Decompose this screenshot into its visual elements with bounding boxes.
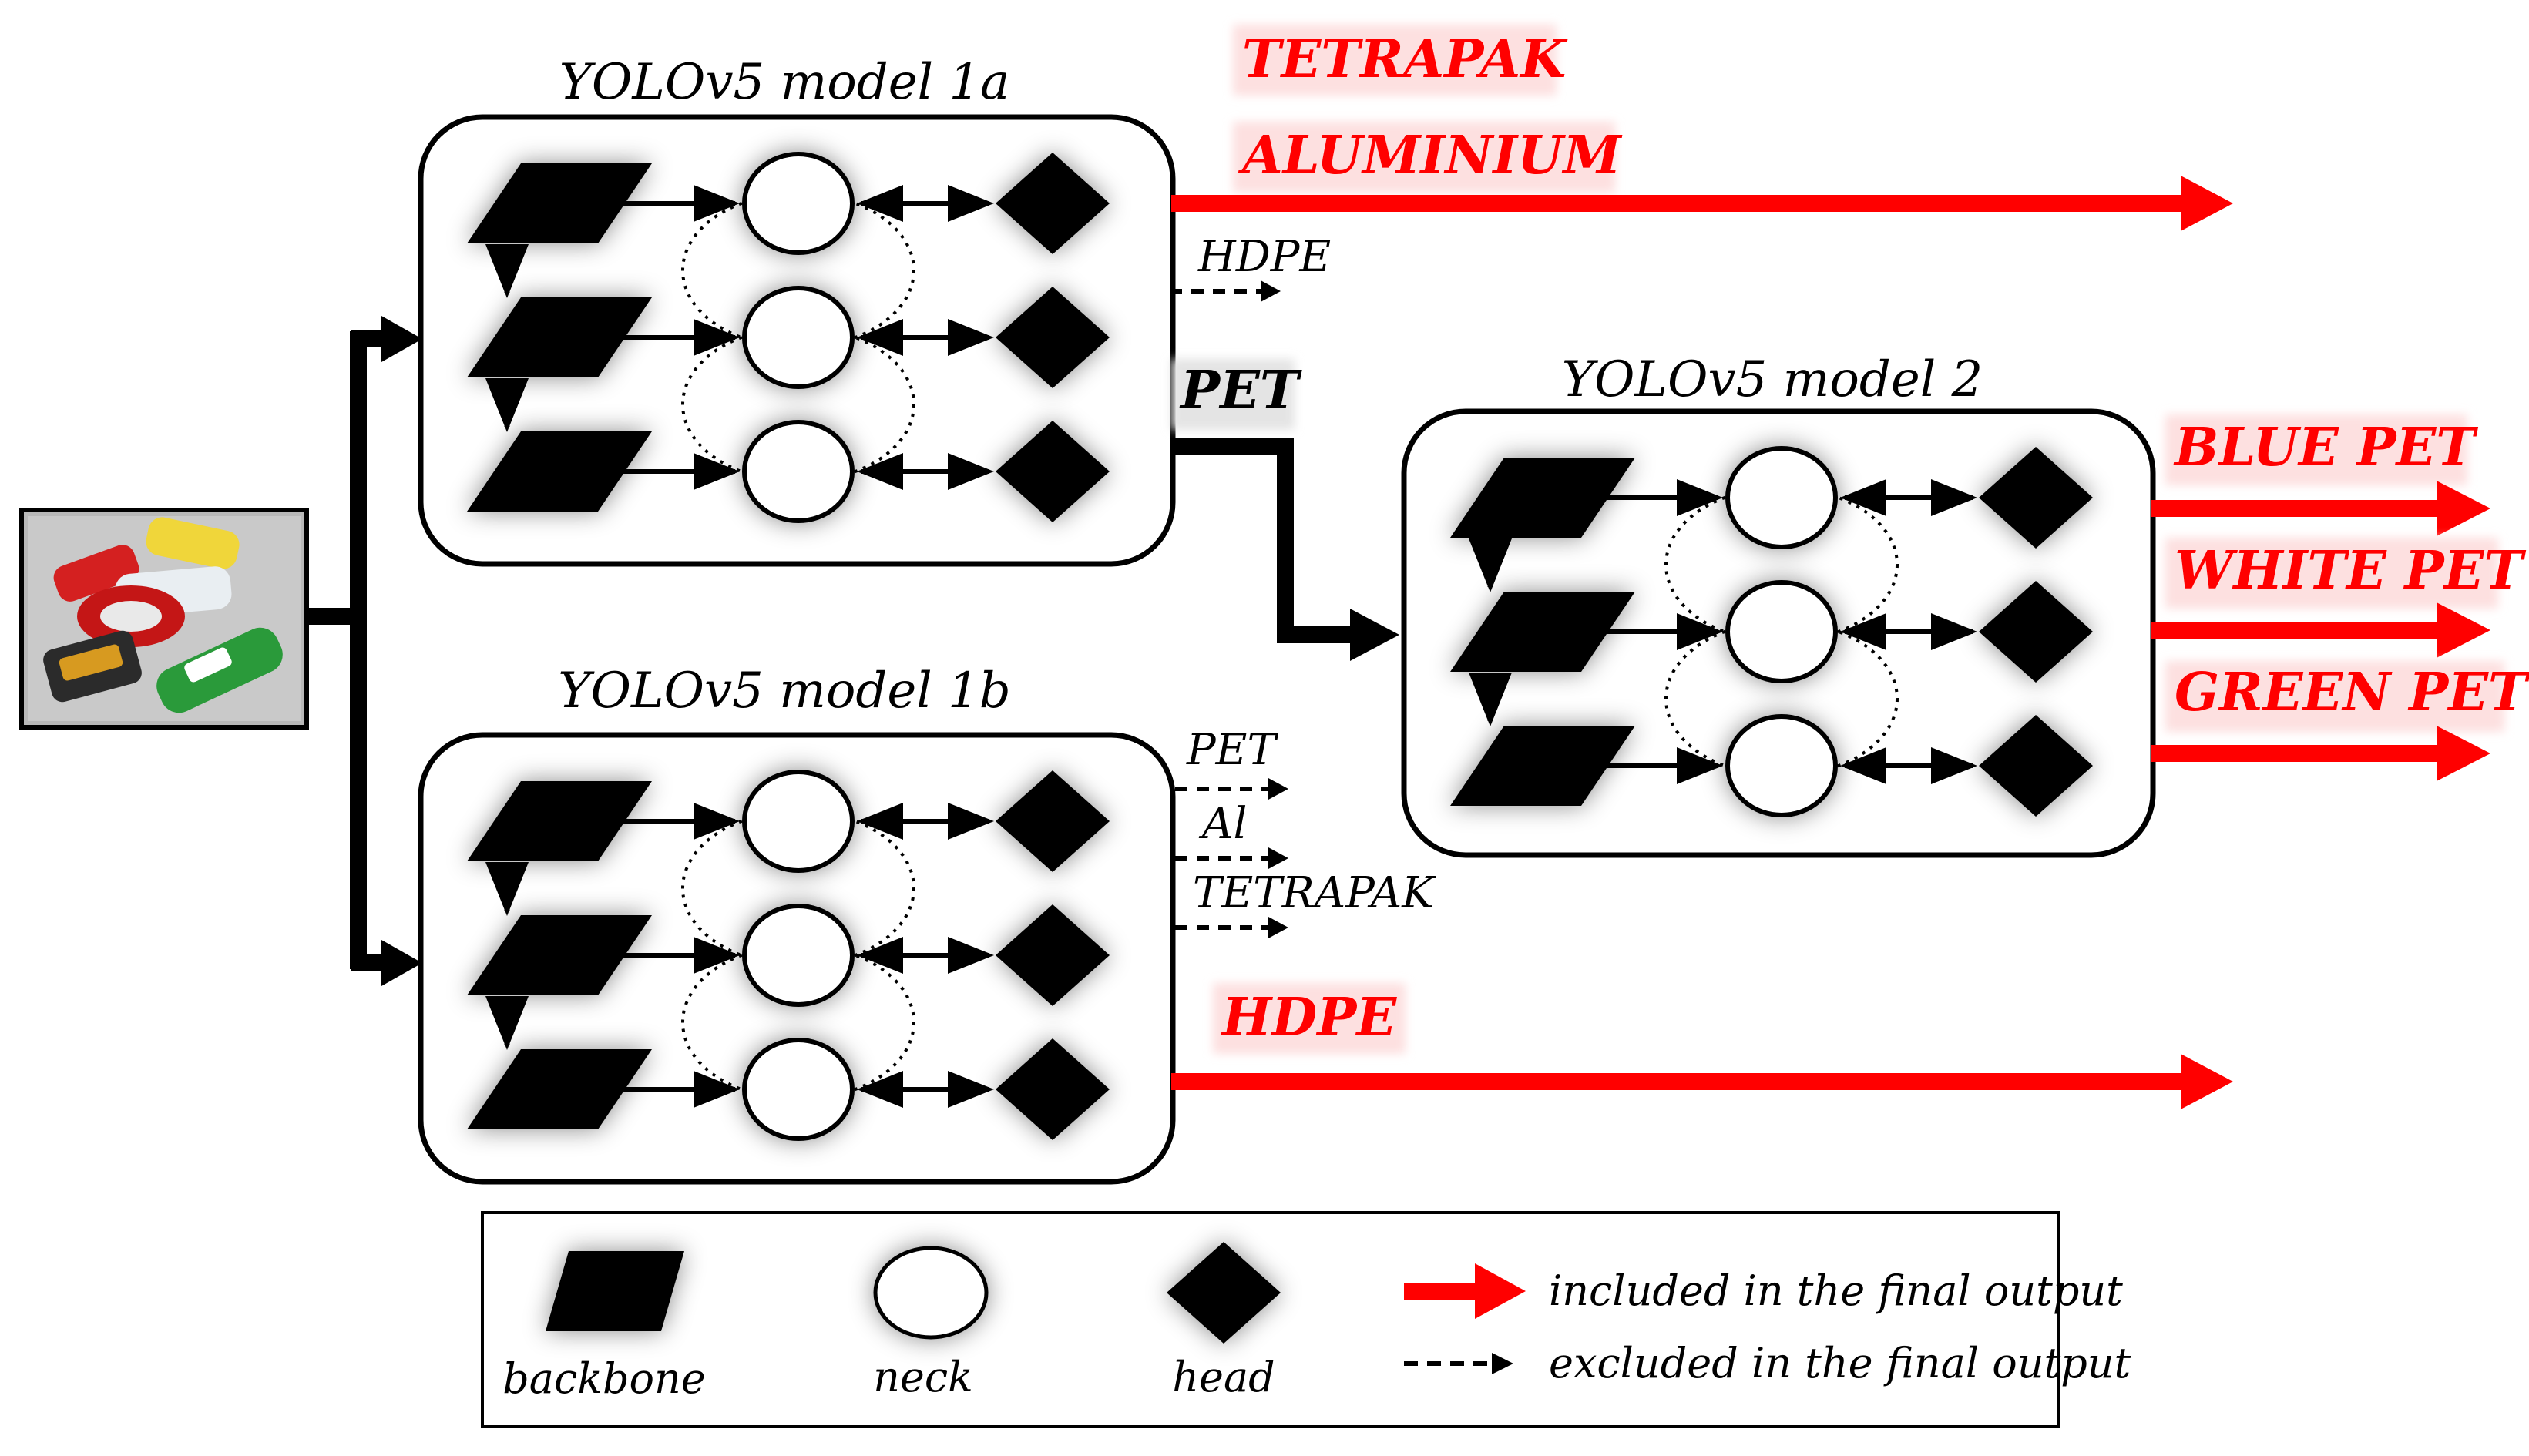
neck-loop-connector — [681, 810, 915, 967]
forward-to-model-2-arrowhead — [1350, 609, 1399, 661]
neck-block — [742, 152, 855, 255]
excluded-pet-label: PET — [1186, 725, 1279, 775]
label-highlight — [1171, 359, 1295, 430]
model-1b-outputs: PET Al TETRAPAK HDPE — [1171, 725, 2233, 1109]
legend-head-label: head — [1172, 1353, 1275, 1401]
legend-neck-icon — [873, 1246, 989, 1340]
neck-block — [742, 286, 855, 389]
backbone-block — [467, 915, 652, 995]
backbone-block — [467, 431, 652, 512]
waste-items — [43, 517, 283, 713]
neck-loop-connector — [1664, 620, 1899, 777]
head-block — [1979, 447, 2093, 549]
neck-loop-connector — [1664, 486, 1899, 643]
backbone-block — [1450, 592, 1635, 672]
label-highlight — [1213, 983, 1406, 1054]
model-2-outputs: BLUE PET WHITE PET GREEN PET — [2151, 414, 2529, 781]
excluded-output-arrowhead — [1268, 778, 1288, 800]
backbone-block — [467, 1049, 652, 1129]
forward-to-model-2-arrow — [1170, 438, 1356, 643]
neck-loop-connector — [681, 944, 915, 1101]
legend-head-icon — [1167, 1242, 1281, 1344]
output-blue-pet-label: BLUE PET — [2173, 417, 2478, 478]
excluded-output-arrowhead — [1268, 847, 1288, 869]
included-output-arrowhead — [2181, 176, 2233, 231]
neck-loop-connector — [681, 192, 915, 349]
output-green-pet-label: GREEN PET — [2175, 662, 2529, 723]
neck-block — [1725, 446, 1838, 549]
neck-block — [742, 770, 855, 873]
excluded-output-arrowhead — [1268, 917, 1288, 938]
included-output-arrowhead — [2437, 602, 2490, 658]
label-highlight — [2165, 661, 2504, 732]
included-output-arrowhead — [2181, 1054, 2233, 1109]
head-block — [996, 153, 1110, 254]
input-splitter — [307, 316, 422, 986]
backbone-block — [1450, 726, 1635, 806]
legend-box — [481, 1211, 2060, 1428]
output-white-pet-label: WHITE PET — [2175, 540, 2526, 602]
label-highlight — [1233, 25, 1557, 96]
model-1a-title: YOLOv5 model 1a — [559, 54, 1010, 111]
output-aluminium-label: ALUMINIUM — [1238, 125, 1623, 186]
head-block — [996, 1038, 1110, 1140]
model-2-box — [1401, 408, 2156, 858]
excluded-tetrapak-label: TETRAPAK — [1193, 868, 1436, 918]
legend-neck-label: neck — [873, 1353, 973, 1401]
legend-included-arrowhead — [1475, 1263, 1526, 1319]
neck-loop-connector — [681, 326, 915, 483]
legend: backbone neck head included in the final… — [481, 1211, 2131, 1428]
model-2-title: YOLOv5 model 2 — [1562, 351, 1983, 408]
neck-block — [1725, 714, 1838, 817]
neck-block — [742, 420, 855, 523]
output-tetrapak-label: TETRAPAK — [1242, 29, 1568, 90]
output-hdpe-label: HDPE — [1221, 987, 1397, 1048]
model-1a-outputs: TETRAPAK ALUMINIUM HDPE PET — [1170, 25, 2233, 661]
backbone-block — [467, 781, 652, 861]
label-highlight — [1233, 122, 1615, 193]
label-highlight — [2165, 538, 2498, 609]
head-block — [1979, 715, 2093, 817]
excluded-al-label: Al — [1198, 799, 1247, 849]
neck-block — [742, 904, 855, 1007]
legend-backbone-label: backbone — [502, 1354, 706, 1403]
legend-backbone-icon — [546, 1251, 684, 1331]
head-block — [996, 770, 1110, 872]
excluded-hdpe-label: HDPE — [1197, 232, 1331, 282]
forwarded-pet-label: PET — [1179, 360, 1302, 421]
model-1b-box — [418, 732, 1176, 1185]
legend-excluded-label: excluded in the final output — [1549, 1339, 2131, 1387]
model-1a-box — [418, 114, 1176, 567]
head-block — [996, 904, 1110, 1006]
backbone-block — [467, 163, 652, 243]
neck-block — [1725, 580, 1838, 683]
model-1b-title: YOLOv5 model 1b — [558, 663, 1010, 720]
included-output-arrowhead — [2437, 481, 2490, 536]
legend-included-label: included in the final output — [1549, 1266, 2123, 1315]
label-highlight — [2165, 414, 2467, 485]
head-block — [996, 421, 1110, 522]
backbone-block — [1450, 458, 1635, 538]
input-image — [19, 508, 309, 730]
excluded-output-arrowhead — [1261, 280, 1281, 302]
legend-excluded-arrowhead — [1492, 1353, 1513, 1374]
head-block — [1979, 581, 2093, 683]
included-output-arrowhead — [2437, 726, 2490, 781]
neck-block — [742, 1038, 855, 1141]
head-block — [996, 287, 1110, 388]
backbone-block — [467, 297, 652, 377]
